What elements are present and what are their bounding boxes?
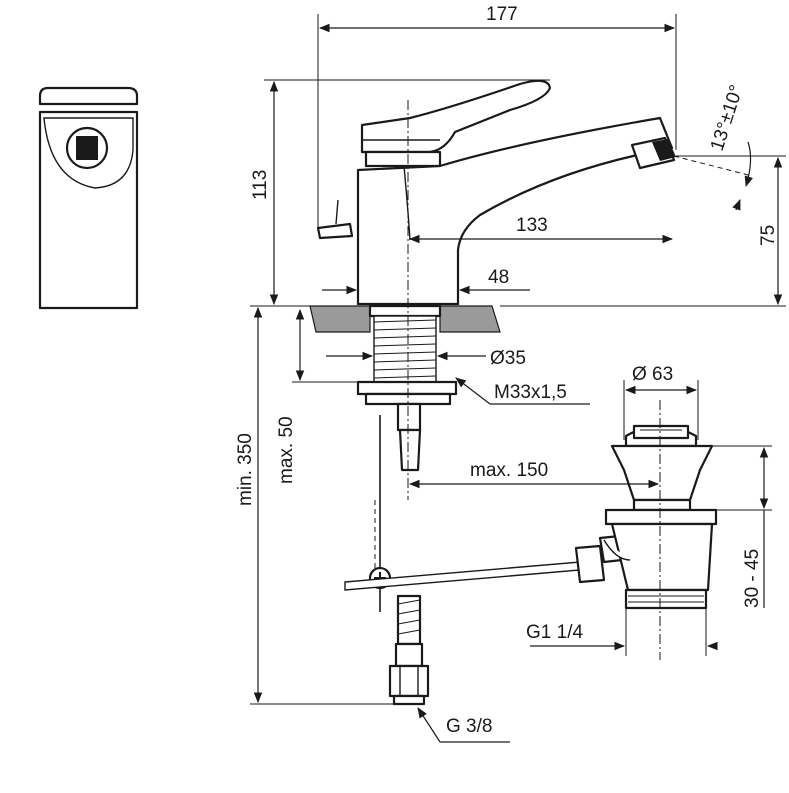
dim-spout-reach: 133: [407, 100, 674, 500]
dim-label-133: 133: [516, 215, 548, 236]
dim-label-max-150: max. 150: [470, 460, 548, 481]
dim-label-75: 75: [758, 225, 779, 246]
dim-spout-height: 75: [500, 155, 786, 307]
dim-label-max-50: max. 50: [276, 416, 297, 484]
dim-label-48: 48: [488, 267, 509, 288]
dim-label-30-45: 30 - 45: [742, 549, 763, 608]
dim-overall-height: 113: [250, 79, 550, 307]
dim-install-height: min. 350: [235, 305, 394, 705]
dim-label-177: 177: [486, 4, 518, 25]
dim-aerator-angle: 13°±10°: [673, 82, 753, 211]
faucet-side-view: [38, 86, 139, 310]
dim-label-min-350: min. 350: [235, 433, 256, 506]
dim-label-113: 113: [250, 170, 271, 200]
dim-label-g1-1-4: G1 1/4: [526, 622, 583, 643]
dim-shank-diameter: Ø35: [326, 348, 526, 369]
dim-label-diameter-35: Ø35: [490, 348, 526, 369]
dim-label-g-3-8: G 3/8: [446, 716, 492, 737]
supply-hose: [388, 594, 430, 706]
threaded-shank: [356, 304, 458, 472]
dim-deck-thickness: max. 50: [276, 308, 358, 484]
countertop-section: [309, 305, 501, 333]
dim-base-offset: 48: [322, 267, 530, 295]
dim-thread: M33x1,5: [455, 377, 590, 405]
dim-label-angle: 13°±10°: [707, 82, 748, 153]
dim-waste-height: 30 - 45: [700, 445, 772, 608]
dim-overall-length: 177: [317, 4, 677, 230]
dim-label-thread: M33x1,5: [494, 382, 567, 403]
dim-supply-thread: G 3/8: [417, 707, 510, 743]
pop-up-rod: [344, 415, 624, 612]
dim-waste-thread: G1 1/4: [526, 608, 718, 656]
dim-waste-diameter: Ø 63: [623, 364, 699, 440]
dim-label-diameter-63: Ø 63: [632, 364, 673, 385]
dim-rod-distance: max. 150: [408, 400, 661, 660]
faucet-body: [316, 79, 676, 306]
